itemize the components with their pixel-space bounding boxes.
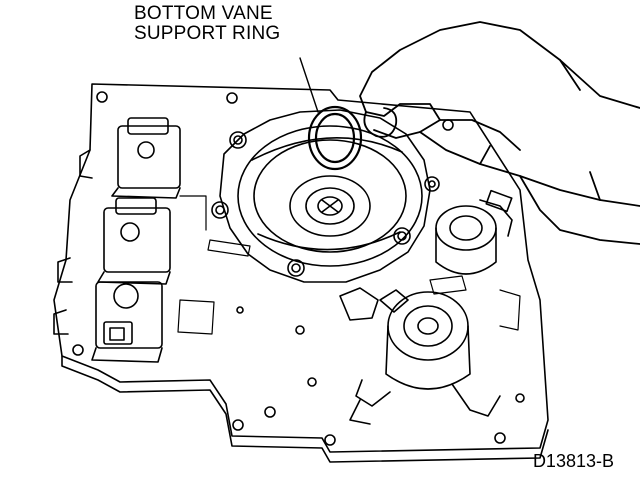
- callout-leader-line: [299, 57, 319, 113]
- callout-label: BOTTOM VANE SUPPORT RING: [134, 4, 280, 44]
- accumulator-cylinder: [435, 189, 513, 275]
- solenoid-top: [111, 117, 181, 199]
- figure-id: D13813-B: [532, 451, 614, 471]
- pump-housing: [219, 109, 431, 283]
- mounting-holes: [72, 91, 525, 446]
- vane-support-ring: [307, 105, 363, 171]
- plate-details: [177, 195, 521, 335]
- plate-edge: [61, 355, 549, 463]
- hand-illustration: [359, 21, 640, 245]
- solenoid-bottom: [91, 281, 163, 363]
- plate-tabs: [53, 149, 93, 335]
- callout-line-2: SUPPORT RING: [134, 23, 281, 44]
- solenoid-middle: [97, 197, 171, 285]
- housing-bolts: [211, 131, 440, 277]
- lower-solenoid-unit: [339, 287, 501, 425]
- pump-rotor: [289, 175, 371, 237]
- valve-body-plate: [53, 83, 549, 453]
- callout-line-1: BOTTOM VANE: [134, 3, 273, 24]
